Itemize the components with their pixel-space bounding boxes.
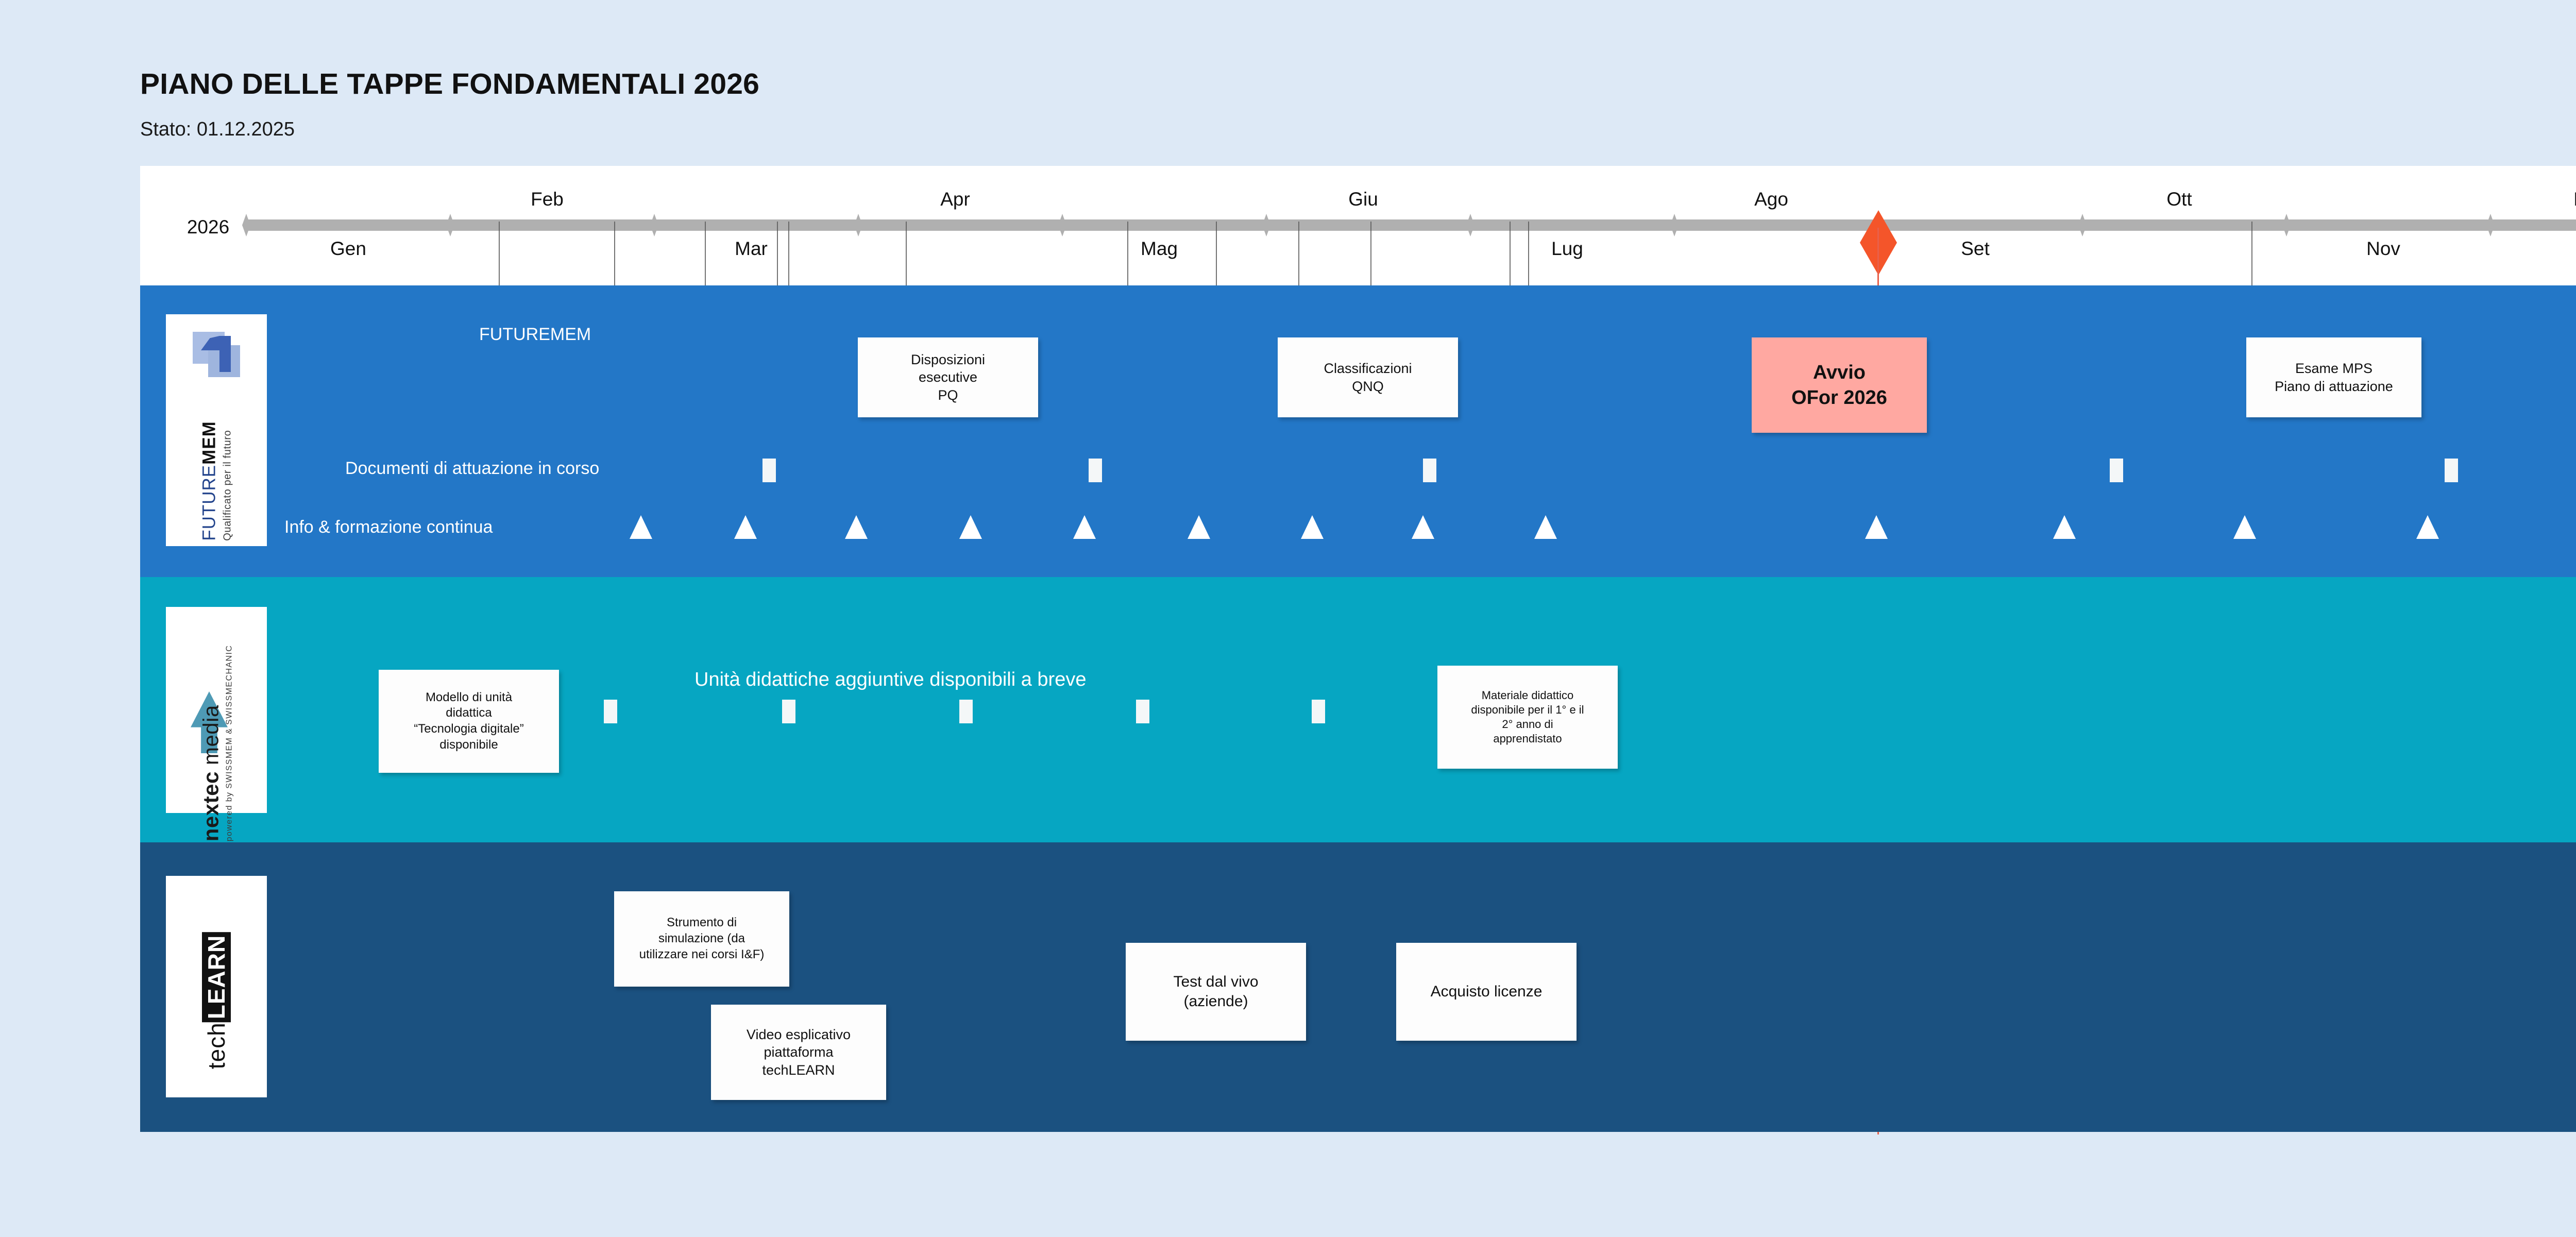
futuremem-logo-name2: MEM	[199, 421, 219, 465]
nextec-logo-name1: nextec	[198, 771, 223, 842]
axis-month-giu: Giu	[1348, 189, 1378, 210]
training-marker-triangle	[959, 515, 982, 539]
guide-line	[1127, 222, 1128, 325]
document-marker	[959, 700, 973, 723]
guide-line	[705, 222, 706, 325]
futuremem-info-label: Info & formazione continua	[284, 517, 493, 537]
training-marker-triangle	[1301, 515, 1324, 539]
box-test-dal-vivo-aziende[interactable]: Test dal vivo (aziende)	[1126, 943, 1306, 1041]
axis-tick-feb	[650, 214, 658, 236]
document-marker	[1136, 700, 1149, 723]
axis-month-gen: Gen	[330, 238, 366, 259]
document-marker	[2445, 459, 2458, 482]
training-marker-triangle	[1534, 515, 1557, 539]
box-classificazioni-qnq[interactable]: Classificazioni QNQ	[1278, 337, 1458, 417]
axis-month-dic: Dic	[2573, 189, 2576, 210]
guide-line	[2251, 222, 2252, 340]
nextecmedia-logo-text: nextec media powered by SWISSMEM & SWISS…	[199, 645, 234, 842]
nextecmedia-logo: nextec media powered by SWISSMEM & SWISS…	[166, 607, 267, 841]
training-marker-triangle	[734, 515, 757, 539]
axis-tick-mag	[1262, 214, 1270, 236]
axis-line-2026	[246, 219, 2576, 231]
training-marker-triangle	[2053, 515, 2076, 539]
guide-line	[1298, 222, 1299, 332]
futuremem-logo: FUTUREMEM Qualificato per il futuro	[166, 314, 267, 546]
axis-tick-nov	[2486, 214, 2495, 236]
axis-tick-giu	[1466, 214, 1475, 236]
axis-tick-start	[242, 214, 250, 236]
axis-tick-gen	[446, 214, 454, 236]
axis-year-2026: 2026	[187, 216, 230, 238]
box-materiale-didattico[interactable]: Materiale didattico disponibile per il 1…	[1437, 666, 1618, 769]
axis-month-mar: Mar	[735, 238, 768, 259]
axis-tick-lug	[1670, 214, 1679, 236]
axis-tick-mar	[854, 214, 862, 236]
techlearn-logo: techLEARN	[166, 876, 267, 1097]
document-marker	[782, 700, 795, 723]
document-marker	[762, 459, 776, 482]
training-marker-triangle	[2233, 515, 2256, 539]
document-marker	[1312, 700, 1325, 723]
axis-month-ago: Ago	[1754, 189, 1788, 210]
axis-tick-ott	[2282, 214, 2291, 236]
training-marker-triangle	[845, 515, 868, 539]
training-marker-triangle	[2416, 515, 2439, 539]
training-marker-triangle	[1188, 515, 1210, 539]
techlearn-logo-name2: LEARN	[202, 931, 231, 1023]
box-modello-unita-didattica[interactable]: Modello di unità didattica “Tecnologia d…	[379, 670, 559, 773]
document-marker	[1423, 459, 1436, 482]
timeline-axis: 2026 Gen Feb Mar Apr Mag Giu Lug Ago Set…	[140, 166, 2576, 285]
training-marker-triangle	[1073, 515, 1096, 539]
box-video-esplicativo-piattaforma[interactable]: Video esplicativo piattaforma techLEARN	[711, 1005, 886, 1100]
futuremem-lane-title: FUTUREMEM	[479, 325, 591, 344]
axis-month-apr: Apr	[940, 189, 970, 210]
axis-month-mag: Mag	[1141, 238, 1178, 259]
axis-month-ott: Ott	[2166, 189, 2192, 210]
axis-month-set: Set	[1961, 238, 1990, 259]
futuremem-arrow-icon	[193, 332, 240, 377]
techlearn-logo-text: techLEARN	[202, 931, 231, 1070]
guide-line	[906, 222, 907, 332]
nextec-logo-tagline: powered by SWISSMEM & SWISSMECHANIC	[225, 645, 234, 842]
nextec-logo-name2: media	[198, 705, 223, 766]
axis-month-nov: Nov	[2366, 238, 2400, 259]
axis-tick-set	[2078, 214, 2087, 236]
box-esame-mps-piano-attuazione[interactable]: Esame MPS Piano di attuazione	[2246, 337, 2421, 417]
futuremem-logo-tagline: Qualificato per il futuro	[222, 430, 233, 541]
axis-month-feb: Feb	[531, 189, 564, 210]
axis-month-lug: Lug	[1551, 238, 1583, 259]
training-marker-triangle	[1865, 515, 1888, 539]
box-disposizioni-esecutive-pq[interactable]: Disposizioni esecutive PQ	[858, 337, 1038, 417]
lane-futuremem	[140, 285, 2576, 577]
box-acquisto-licenze[interactable]: Acquisto licenze	[1396, 943, 1577, 1041]
box-avvio-ofor-2026[interactable]: Avvio OFor 2026	[1752, 337, 1927, 433]
lane-techlearn	[140, 842, 2576, 1132]
status-date: Stato: 01.12.2025	[140, 118, 295, 140]
futuremem-logo-text: FUTUREMEM Qualificato per il futuro	[199, 421, 234, 541]
axis-tick-apr	[1058, 214, 1066, 236]
training-marker-triangle	[1412, 515, 1434, 539]
document-marker	[604, 700, 617, 723]
techlearn-logo-name1: tech	[203, 1022, 230, 1070]
box-strumento-simulazione[interactable]: Strumento di simulazione (da utilizzare …	[614, 891, 789, 987]
futuremem-logo-name1: FUTURE	[199, 464, 219, 541]
futuremem-documenti-label: Documenti di attuazione in corso	[345, 459, 600, 478]
page-title: PIANO DELLE TAPPE FONDAMENTALI 2026	[140, 67, 760, 100]
document-marker	[1089, 459, 1102, 482]
guide-line	[777, 222, 778, 340]
nextec-unita-label: Unità didattiche aggiuntive disponibili …	[694, 669, 1087, 690]
training-marker-triangle	[630, 515, 652, 539]
document-marker	[2110, 459, 2123, 482]
